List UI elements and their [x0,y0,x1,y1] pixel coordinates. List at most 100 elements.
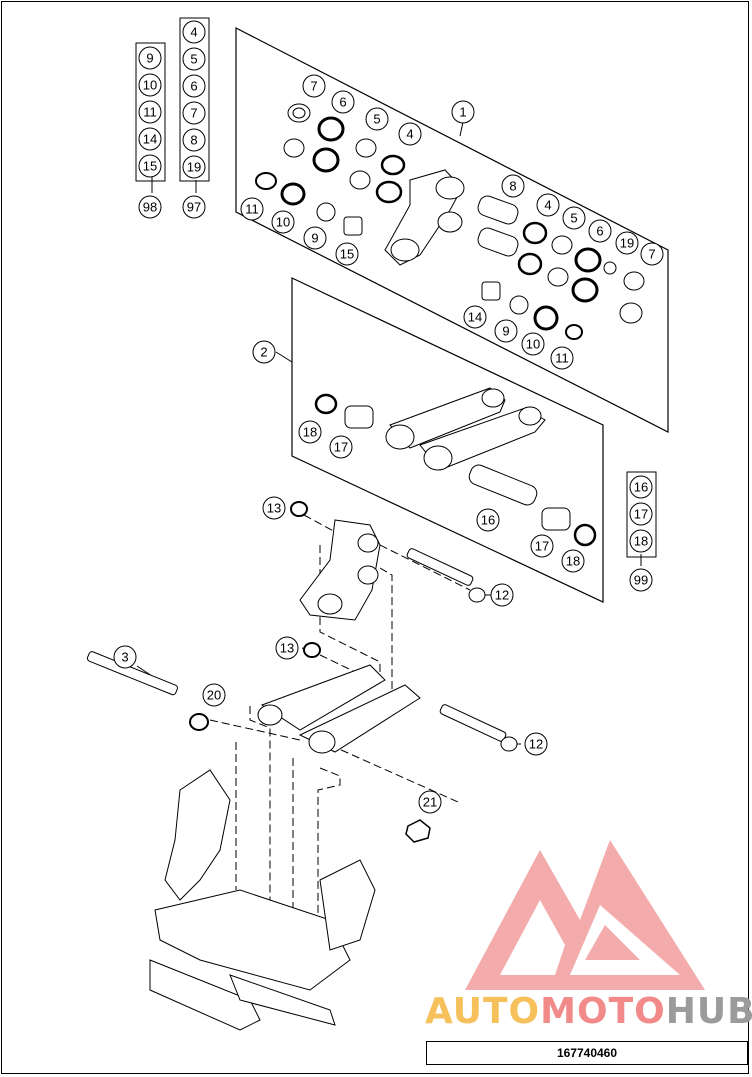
group-outlines [235,27,669,603]
kit-97-item-19: 19 [182,155,206,179]
watermark-part-moto: MOTO [540,991,666,1032]
callout-label: 21 [423,795,437,810]
callout-label: 7 [310,79,317,94]
callout-5: 5 [562,206,586,230]
callout-label: 9 [311,231,318,246]
kit-99-item-16: 16 [629,475,653,499]
kit-99-item-17: 17 [629,502,653,526]
callout-21: 21 [418,790,442,814]
callout-label: 99 [634,573,648,588]
callout-18: 18 [561,549,585,573]
callout-3: 3 [113,645,137,669]
callout-label: 97 [187,200,201,215]
kit-1-outline [235,27,669,433]
callout-label: 15 [340,247,354,262]
callout-label: 10 [276,215,290,230]
callout-label: 17 [334,440,348,455]
callout-10: 10 [521,332,545,356]
callout-14: 14 [463,305,487,329]
callout-label: 18 [566,554,580,569]
watermark-text: AUTOMOTOHUB [425,994,752,1030]
callout-label: 16 [634,480,648,495]
kit-98-item-15: 15 [138,154,162,178]
callout-label: 5 [190,52,197,67]
kit-98-id: 98 [138,195,162,219]
callout-label: 19 [620,236,634,251]
callout-label: 1 [459,105,466,120]
callout-4: 4 [536,193,560,217]
callout-label: 14 [143,132,157,147]
callout-12: 12 [490,583,514,607]
callout-label: 4 [544,198,551,213]
callout-label: 3 [121,650,128,665]
kit-97-item-8: 8 [182,128,206,152]
callout-6: 6 [331,90,355,114]
callout-7: 7 [302,74,326,98]
callout-8: 8 [501,174,525,198]
callout-label: 13 [280,641,294,656]
frame-section [164,769,231,901]
kit-99-box [626,471,657,558]
callout-label: 18 [303,425,317,440]
callout-11: 11 [240,197,264,221]
callout-12: 12 [524,732,548,756]
callout-label: 4 [406,127,413,142]
callout-label: 14 [468,310,482,325]
callout-10: 10 [271,210,295,234]
callout-6: 6 [588,219,612,243]
kit-98-item-14: 14 [138,127,162,151]
callout-13: 13 [262,496,286,520]
callout-19: 19 [615,231,639,255]
callout-17: 17 [530,534,554,558]
callout-16: 16 [476,508,500,532]
callout-label: 11 [555,351,569,366]
kit-2-parts [314,387,597,547]
callout-label: 7 [190,106,197,121]
callout-label: 9 [146,51,153,66]
callout-15: 15 [335,242,359,266]
callout-label: 18 [634,534,648,549]
kit-99-item-18: 18 [629,529,653,553]
callout-11: 11 [550,346,574,370]
kit-97-id: 97 [182,195,206,219]
kit-97-item-6: 6 [182,74,206,98]
callout-2: 2 [252,340,276,364]
callout-20: 20 [202,683,226,707]
callout-label: 6 [190,79,197,94]
callout-9: 9 [303,226,327,250]
watermark-part-auto: AUTO [425,991,541,1032]
callout-label: 19 [187,160,201,175]
callout-label: 12 [529,737,543,752]
kit-1-parts [255,103,645,340]
callout-1: 1 [451,100,475,124]
callout-label: 17 [634,507,648,522]
callout-label: 2 [260,345,267,360]
callout-layer: 1237654845619711109151491011181716171813… [113,20,664,814]
callout-label: 17 [535,539,549,554]
kit-98-item-11: 11 [138,100,162,124]
callout-label: 5 [570,211,577,226]
kit-boxes [135,17,657,558]
callout-label: 98 [143,200,157,215]
callout-label: 20 [207,688,221,703]
callout-label: 13 [267,501,281,516]
callout-label: 15 [143,159,157,174]
callout-9: 9 [494,319,518,343]
bolt [86,651,178,696]
kit-99-id: 99 [629,568,653,592]
kit-97-item-5: 5 [182,47,206,71]
callout-label: 10 [526,337,540,352]
assembly-parts [86,501,518,1031]
watermark-part-hub: HUB [665,991,752,1032]
callout-label: 9 [502,324,509,339]
callout-18: 18 [298,420,322,444]
drawing-number: 167740460 [426,1041,748,1065]
callout-4: 4 [398,122,422,146]
callout-label: 8 [509,179,516,194]
callout-17: 17 [329,435,353,459]
callout-label: 6 [339,95,346,110]
callout-label: 11 [143,105,157,120]
